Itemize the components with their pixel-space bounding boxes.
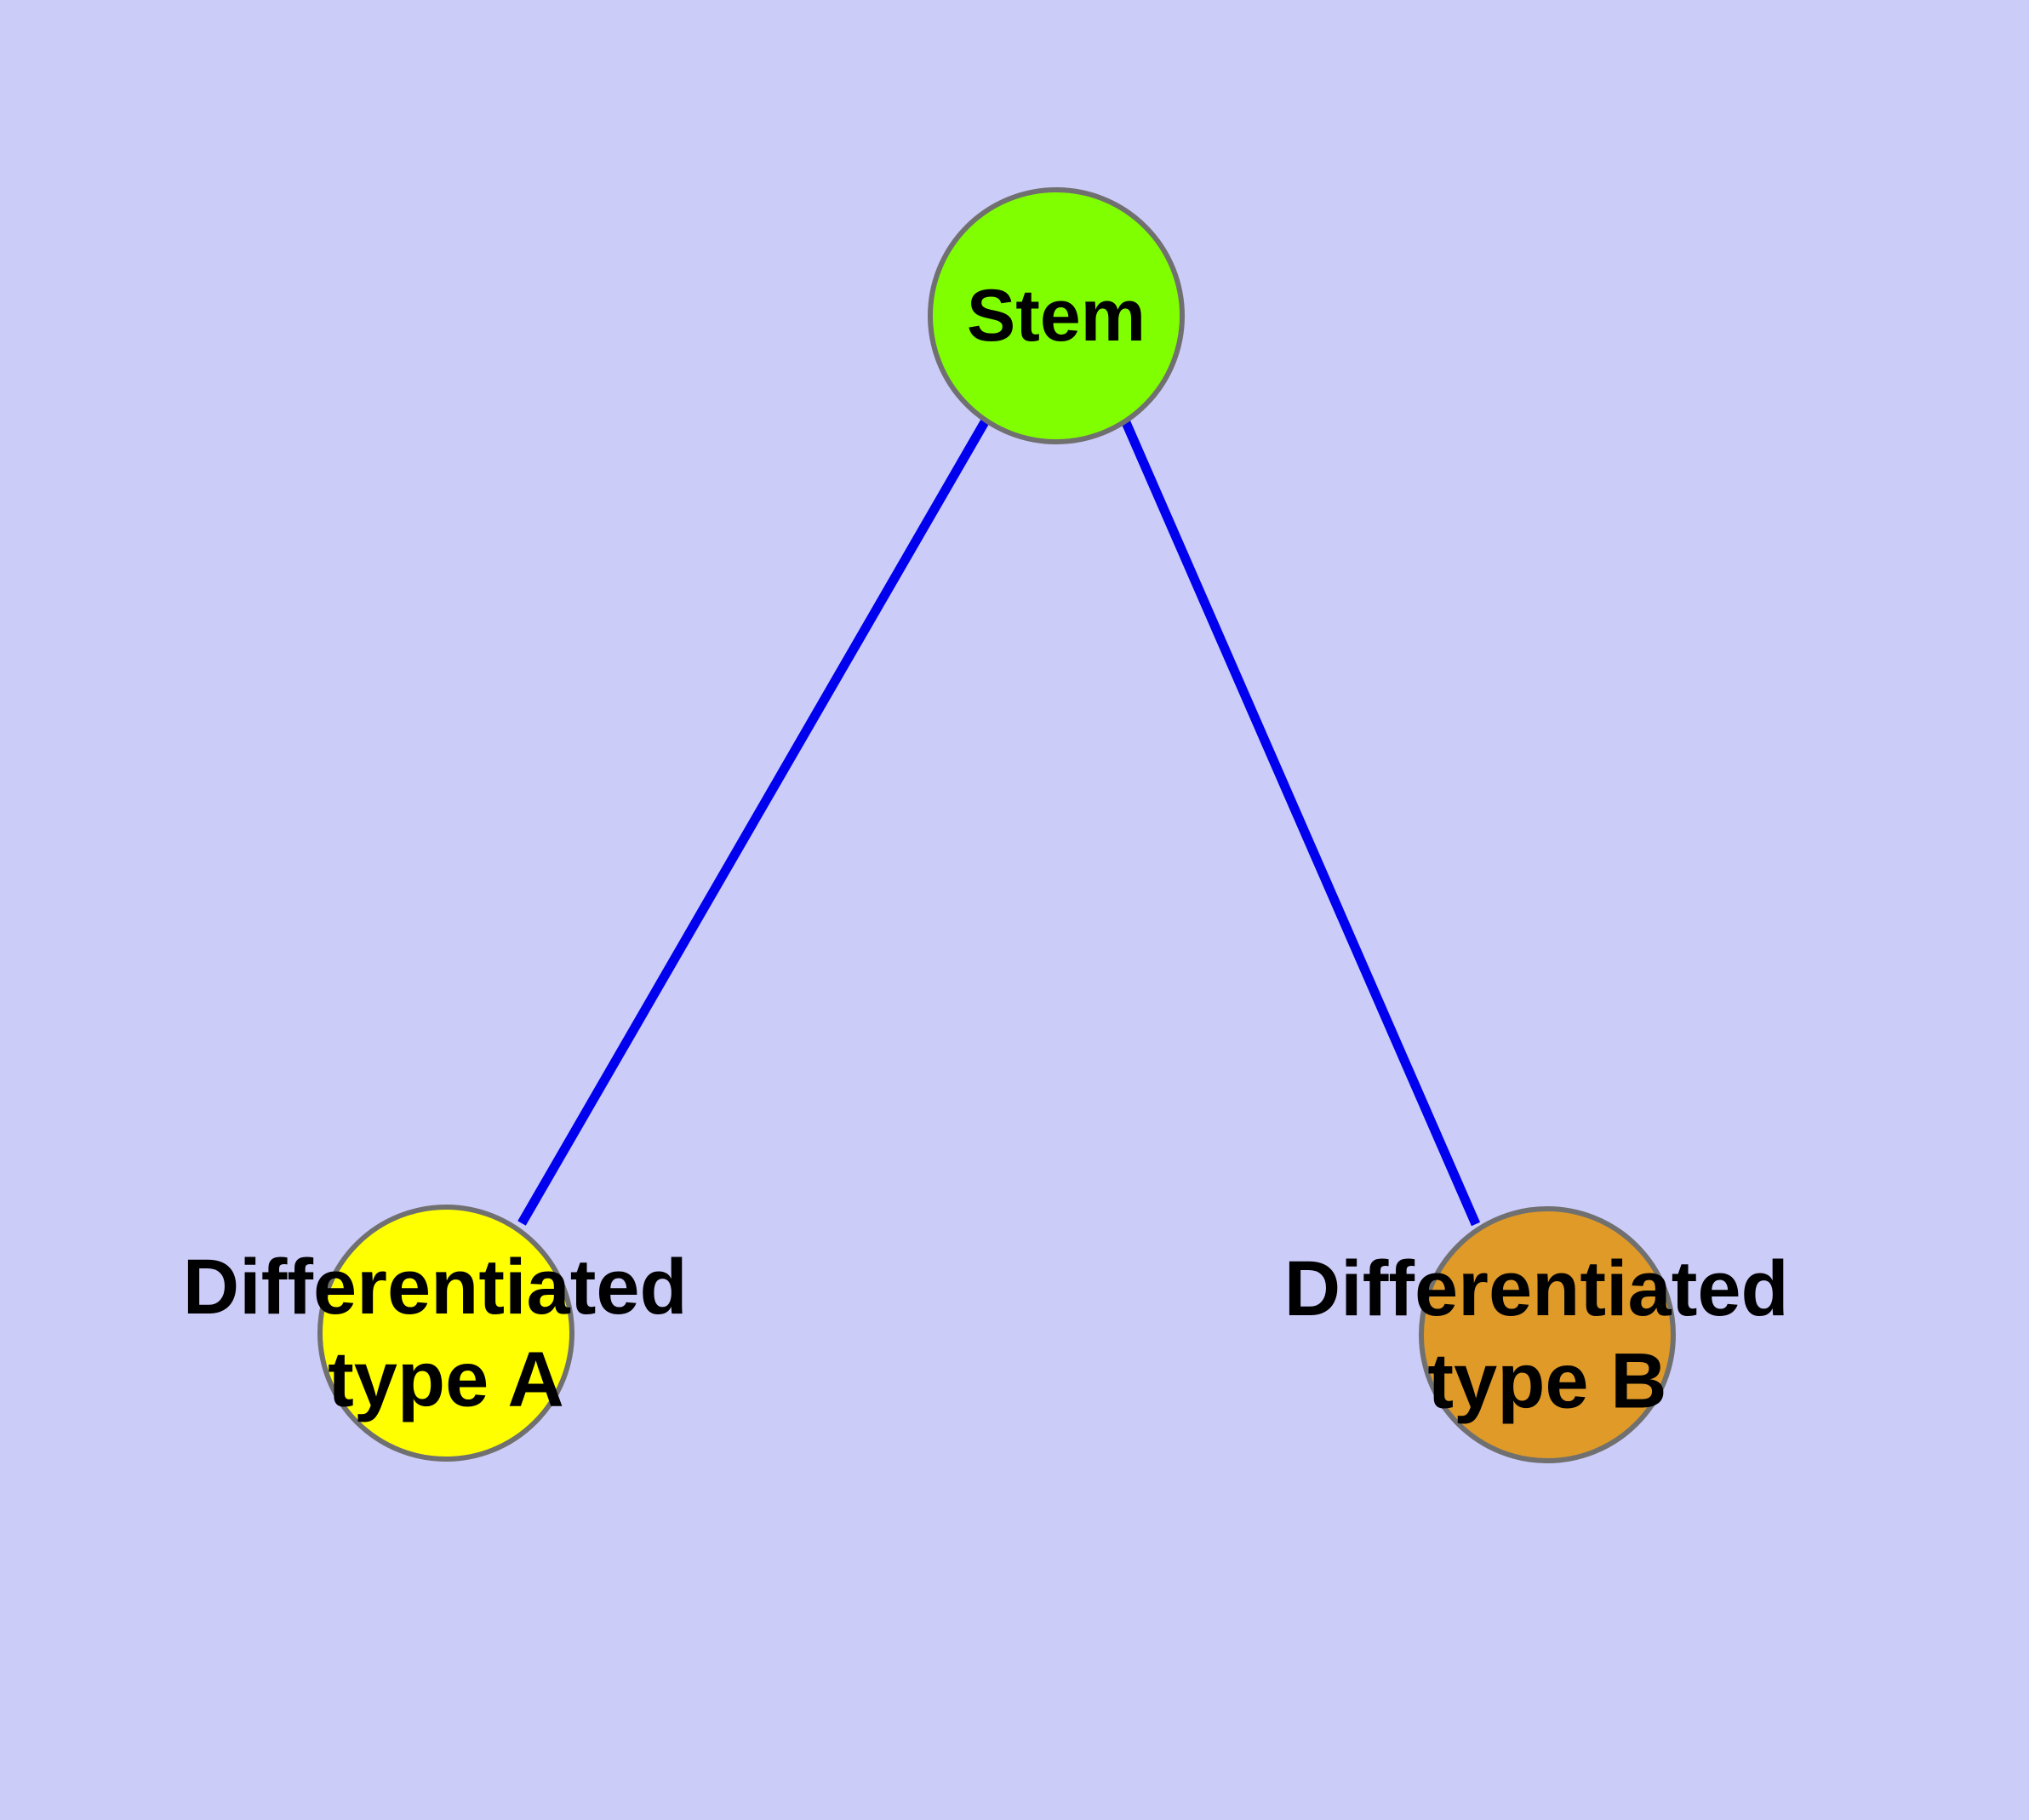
node-stem-circle[interactable] (928, 187, 1185, 444)
node-stem-label: Stem (967, 275, 1146, 357)
edge-stem-to-diff-b[interactable] (1120, 418, 1481, 1227)
node-layer (317, 187, 1676, 1463)
node-stem-label-line-1: Stem (967, 275, 1146, 357)
edge-layer (517, 418, 1481, 1227)
node-diff-b-label-line-2: type B (1427, 1338, 1666, 1425)
node-diff-a[interactable] (317, 1205, 574, 1462)
edge-stem-to-diff-a[interactable] (517, 418, 990, 1226)
node-diff-b-label-line-1: Differentiated (1284, 1245, 1789, 1332)
node-diff-a-circle[interactable] (317, 1205, 574, 1462)
node-diff-b-circle[interactable] (1419, 1206, 1676, 1463)
node-diff-b-label: Differentiated type B (1284, 1245, 1811, 1425)
label-layer: Stem Differentiated type A Differentiate… (183, 275, 1811, 1425)
node-diff-a-label: Differentiated type A (183, 1244, 710, 1423)
node-diff-b[interactable] (1419, 1206, 1676, 1463)
node-stem[interactable] (928, 187, 1185, 444)
node-diff-a-label-line-1: Differentiated (183, 1244, 688, 1331)
node-diff-a-label-line-2: type A (328, 1336, 564, 1423)
